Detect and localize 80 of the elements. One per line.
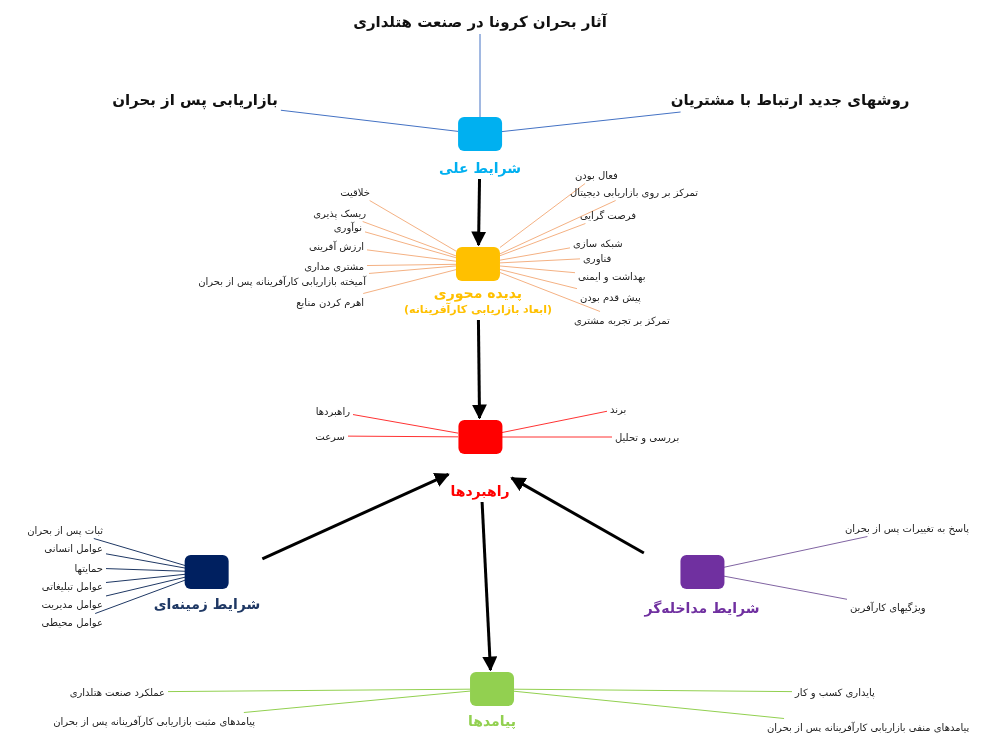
connector-line (347, 435, 459, 438)
connector-line (499, 258, 581, 264)
topic-label: روشهای جدید ارتباط با مشتریان (670, 91, 910, 109)
factor-label: بررسی و تحلیل (615, 431, 680, 443)
factor-label: عملکرد صنعت هتلداری (69, 686, 165, 698)
node-title: پدیده محوری (433, 284, 523, 302)
factor-label: بهداشت و ایمنی (578, 270, 646, 282)
connector-line (479, 33, 481, 118)
connector-line (501, 436, 613, 438)
factor-label: ویژگیهای کارآفرین (850, 601, 926, 613)
connector-line (167, 688, 471, 693)
connector-line (280, 109, 459, 132)
connector-line (513, 690, 785, 719)
connector-line (105, 573, 186, 583)
connector-line (723, 575, 848, 600)
connector-line (105, 553, 186, 569)
factor-label: پایداری کسب و کار (795, 686, 875, 698)
connector-line (362, 269, 457, 294)
connector-line (366, 249, 457, 262)
factor-label: تمرکز بر تجربه مشتری (574, 314, 670, 326)
connector-line (499, 265, 576, 274)
connector-line (723, 536, 868, 568)
connector-line (94, 579, 186, 614)
node-title: شرایط علی (439, 159, 521, 177)
connector-line (362, 221, 457, 257)
connector-line (105, 568, 186, 572)
topic-label: بازاریابی پس از بحران (112, 91, 278, 109)
node-title: شرایط زمینه‌ای (153, 595, 261, 613)
connector-line (368, 265, 457, 274)
connector-line (499, 200, 617, 255)
connector-line (352, 414, 459, 434)
arrow (261, 472, 450, 561)
topic-label: آثار بحران کرونا در صنعت هتلداری (353, 13, 607, 31)
factor-label: فناوری (583, 252, 612, 264)
connector-line (499, 223, 586, 257)
connector-line (105, 576, 186, 597)
connector-line (499, 272, 601, 312)
connector-line (369, 200, 457, 252)
factor-label: آمیخته بازاریابی کارآفرینانه پس از بحران (198, 275, 366, 287)
connector-line (501, 410, 608, 434)
factor-label: فعال بودن (575, 169, 618, 181)
arrow (510, 476, 645, 555)
factor-label: نوآوری (333, 221, 362, 233)
arrow (471, 178, 487, 247)
connector-line (366, 263, 457, 267)
factor-label: برند (610, 403, 627, 415)
factor-label: ارزش آفرینی (308, 240, 364, 252)
factor-label: پیامدهای مثبت بازاریابی کارآفرینانه پس از بحران (53, 715, 255, 727)
node-subtitle: (ابعاد بازاریابی کارآفرینانه) (404, 302, 552, 318)
factor-label: تمرکز بر روی بازاریابی دیجیتال (570, 186, 699, 198)
factor-label: ریسک پذیری (313, 207, 366, 219)
factor-label: شبکه سازی (573, 237, 623, 249)
factor-label: پیامدهای منفی بازاریابی کارآفرینانه پس از بحران (767, 721, 970, 733)
factor-label: راهبردها (315, 405, 350, 417)
factor-label: خلاقیت (340, 186, 370, 198)
node-title: پیامدها (468, 712, 516, 730)
connector-line (93, 538, 186, 566)
factor-label: پیش قدم بودن (580, 291, 641, 303)
arrow (471, 319, 487, 420)
connector-line (499, 269, 578, 290)
connector-line (499, 183, 586, 248)
factor-label: مشتری مداری (304, 260, 364, 272)
node-title: شرایط مداخله‌گر (644, 599, 760, 617)
factor-label: فرصت گرایی (580, 209, 636, 221)
factor-label: ثبات پس از بحران (27, 524, 103, 536)
factor-label: عوامل تبلیغاتی (41, 580, 103, 592)
factor-label: پاسخ به تغییرات پس از بحران (845, 522, 970, 534)
factor-label: اهرم کردن منابع (296, 296, 364, 308)
factor-label: سرعت (315, 430, 345, 442)
connector-line (499, 247, 571, 261)
connector-line (243, 690, 471, 713)
factor-label: عوامل مدیریت (41, 598, 103, 610)
node-title: راهبردها (450, 482, 510, 500)
factor-label: حمایتها (74, 562, 103, 574)
connector-line (364, 231, 457, 259)
factor-label: عوامل محیطی (41, 616, 103, 628)
connector-line (501, 111, 682, 133)
factor-label: عوامل انسانی (44, 542, 103, 554)
connector-line (513, 688, 793, 693)
arrow (480, 501, 498, 672)
